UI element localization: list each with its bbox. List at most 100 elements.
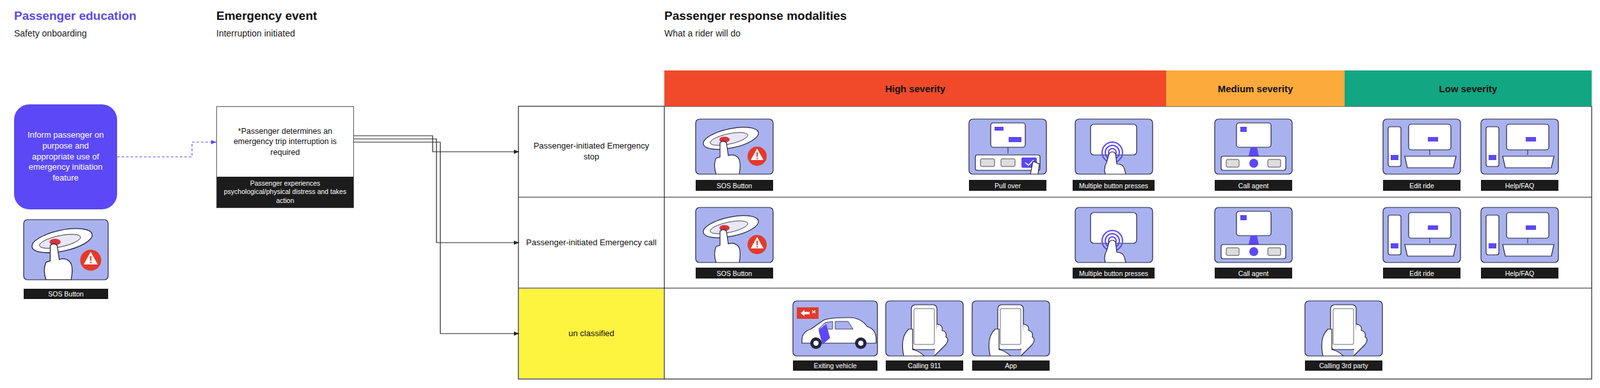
icon-card: [1075, 207, 1153, 263]
node-text: Multiple button presses: [1079, 181, 1149, 190]
illustration-part: [701, 122, 767, 175]
icon-card: [1075, 119, 1153, 175]
illustration-part: [1480, 119, 1559, 175]
illustration-part: [663, 106, 665, 379]
flow-connector: [353, 138, 520, 243]
illustration-part: [885, 300, 964, 356]
icon-label: Multiple button presses: [1072, 179, 1155, 191]
node-text: SOS Button: [716, 181, 752, 190]
flow-connector: [353, 142, 520, 334]
icon-label: Edit ride: [1383, 179, 1461, 191]
illustration-part: [1214, 119, 1293, 175]
illustration-part: [1221, 211, 1286, 259]
icon-label: Calling 3rd party: [1304, 360, 1383, 371]
node-text: un classified: [568, 328, 615, 340]
illustration-part: [1321, 304, 1368, 356]
node-text: App: [1004, 361, 1017, 370]
icon-label: Calling 911: [885, 360, 964, 371]
response-grid: [518, 106, 1592, 379]
icon-label: Multiple button presses: [1072, 267, 1155, 279]
icon-card: [1480, 119, 1559, 175]
illustration-part: [701, 211, 767, 263]
node-text: *Passenger determines an emergency trip …: [216, 106, 354, 177]
column-heading: Passenger response modalities: [664, 8, 847, 24]
illustration-part: [518, 287, 1592, 288]
icon-card: [1214, 207, 1293, 263]
icon-label: Help/FAQ: [1480, 267, 1559, 279]
illustration-part: [1075, 207, 1153, 263]
illustration-part: [1075, 119, 1153, 175]
illustration-part: [1388, 212, 1456, 256]
illustration-part: [1090, 212, 1137, 263]
illustration-part: [988, 304, 1035, 356]
icon-card: [972, 300, 1050, 356]
node-text: Calling 3rd party: [1319, 361, 1368, 370]
event-band: Passenger experiences psychological/phys…: [216, 176, 354, 208]
row-label: Passenger-initiated Emergency call: [519, 197, 664, 288]
illustration-part: [792, 300, 878, 356]
icon-label: SOS Button: [23, 288, 109, 299]
icon-card: [23, 219, 109, 280]
node-text: Edit ride: [1409, 269, 1435, 278]
node-text: High severity: [885, 83, 946, 95]
icon-label: SOS Button: [695, 179, 774, 191]
icon-card: [1214, 119, 1293, 175]
row-label: Passenger-initiated Emergency stop: [519, 106, 664, 197]
severity-bar: Medium severity: [1166, 70, 1345, 107]
education-box: Inform passenger on purpose and appropri…: [14, 104, 118, 210]
icon-card: [695, 207, 774, 263]
column-subtitle: Interruption initiated: [216, 28, 296, 39]
icon-card: [1383, 207, 1461, 263]
column-subtitle: What a rider will do: [664, 28, 741, 39]
illustration-part: [1214, 207, 1293, 263]
icon-label: Exiting vehicle: [792, 360, 878, 371]
illustration-part: [968, 119, 1047, 175]
node-text: Pull over: [994, 181, 1021, 190]
icon-label: Help/FAQ: [1480, 179, 1559, 191]
node-text: SOS Button: [716, 269, 752, 278]
dashed-connector: [117, 142, 217, 157]
icon-card: [1383, 119, 1461, 175]
node-text: Passenger-initiated Emergency call: [526, 237, 657, 249]
illustration-part: [975, 122, 1040, 175]
column-heading: Emergency event: [216, 8, 317, 24]
icon-label: Call agent: [1214, 179, 1293, 191]
node-text: Passenger experiences psychological/phys…: [223, 179, 347, 206]
icon-card: [885, 300, 964, 356]
column-subtitle: Safety onboarding: [14, 28, 88, 39]
illustration-part: [30, 224, 102, 280]
illustration-part: [1486, 124, 1554, 168]
icon-card: [1480, 207, 1559, 263]
illustration-part: [796, 307, 877, 349]
illustration-part: [902, 304, 948, 356]
illustration-part: [972, 300, 1050, 356]
icon-card: [1304, 300, 1383, 356]
node-text: Edit ride: [1409, 181, 1435, 190]
node-text: Exiting vehicle: [813, 361, 857, 370]
icon-label: App: [972, 360, 1050, 371]
illustration-part: [695, 119, 774, 175]
node-text: Low severity: [1439, 83, 1498, 95]
icon-label: Pull over: [968, 179, 1047, 191]
illustration-part: [1480, 207, 1559, 263]
icon-card: [695, 119, 774, 175]
illustration-part: [23, 219, 109, 280]
node-text: Calling 911: [908, 361, 942, 370]
illustration-part: [1304, 300, 1383, 356]
node-text: Multiple button presses: [1079, 269, 1149, 278]
illustration-part: [518, 196, 1592, 198]
node-text: SOS Button: [48, 289, 84, 298]
illustration-part: [1221, 122, 1286, 171]
illustration-part: [1090, 124, 1137, 175]
icon-label: Call agent: [1214, 267, 1293, 279]
node-text: Help/FAQ: [1505, 269, 1535, 278]
icon-card: [968, 119, 1047, 175]
column-heading: Passenger education: [14, 8, 137, 24]
node-text: Help/FAQ: [1505, 181, 1535, 190]
node-text: Medium severity: [1217, 83, 1294, 95]
severity-bar: Low severity: [1344, 70, 1592, 107]
icon-card: [792, 300, 878, 356]
illustration-part: [518, 106, 1592, 379]
icon-label: SOS Button: [695, 267, 774, 279]
